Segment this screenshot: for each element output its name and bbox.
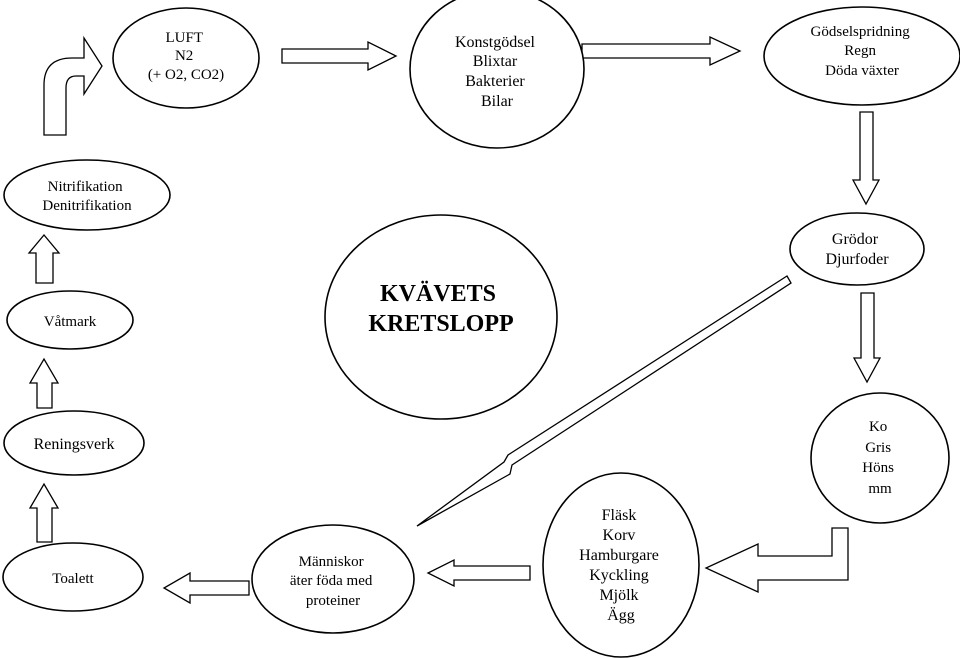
node-grodor bbox=[789, 212, 925, 286]
node-godselspridning bbox=[763, 6, 960, 106]
arrow-konstgodsel-to-godselspridning bbox=[581, 35, 742, 67]
arrow-luft-to-konstgodsel bbox=[281, 40, 398, 72]
label-luft: LUFT N2 (+ O2, CO2) bbox=[148, 30, 224, 83]
node-konstgodsel bbox=[409, 0, 585, 149]
arrow-manniskor-to-toalett bbox=[162, 571, 250, 605]
arrow-grodor-to-manniskor bbox=[416, 275, 792, 527]
node-manniskor bbox=[251, 524, 415, 634]
label-vatmark: Våtmark bbox=[44, 314, 97, 330]
arrow-vatmark-to-nitrifikation bbox=[27, 233, 61, 284]
node-reningsverk bbox=[3, 410, 145, 476]
label-nitrifikation: Nitrifikation Denitrifikation bbox=[42, 179, 132, 214]
arrow-nitrifikation-to-luft bbox=[43, 35, 103, 136]
arrow-grodor-to-djur bbox=[852, 292, 882, 384]
label-grodor: Grödor Djurfoder bbox=[825, 231, 889, 268]
node-djur bbox=[810, 392, 950, 524]
node-title bbox=[324, 214, 558, 420]
label-toalett: Toalett bbox=[52, 571, 94, 587]
node-toalett bbox=[2, 542, 144, 612]
arrow-reningsverk-to-vatmark bbox=[28, 357, 60, 409]
arrow-djur-to-mat bbox=[704, 527, 849, 594]
node-vatmark bbox=[6, 290, 134, 350]
arrow-mat-to-manniskor bbox=[426, 558, 531, 588]
label-manniskor: Människor äter föda med proteiner bbox=[290, 554, 376, 609]
label-djur: Ko Gris Höns mm bbox=[862, 419, 897, 497]
diagram-title: KVÄVETS KRETSLOPP bbox=[368, 281, 513, 337]
label-godselspridning: Gödselspridning Regn Döda växter bbox=[811, 24, 914, 79]
label-mat: Fläsk Korv Hamburgare Kyckling Mjölk Ägg bbox=[579, 507, 663, 624]
node-nitrifikation bbox=[3, 159, 171, 231]
node-luft bbox=[112, 7, 260, 109]
arrow-godselspridning-to-grodor bbox=[851, 111, 881, 206]
label-konstgodsel: Konstgödsel Blixtar Bakterier Bilar bbox=[455, 34, 539, 110]
label-reningsverk: Reningsverk bbox=[34, 436, 115, 453]
arrow-toalett-to-reningsverk bbox=[28, 482, 60, 543]
node-mat bbox=[542, 472, 700, 658]
